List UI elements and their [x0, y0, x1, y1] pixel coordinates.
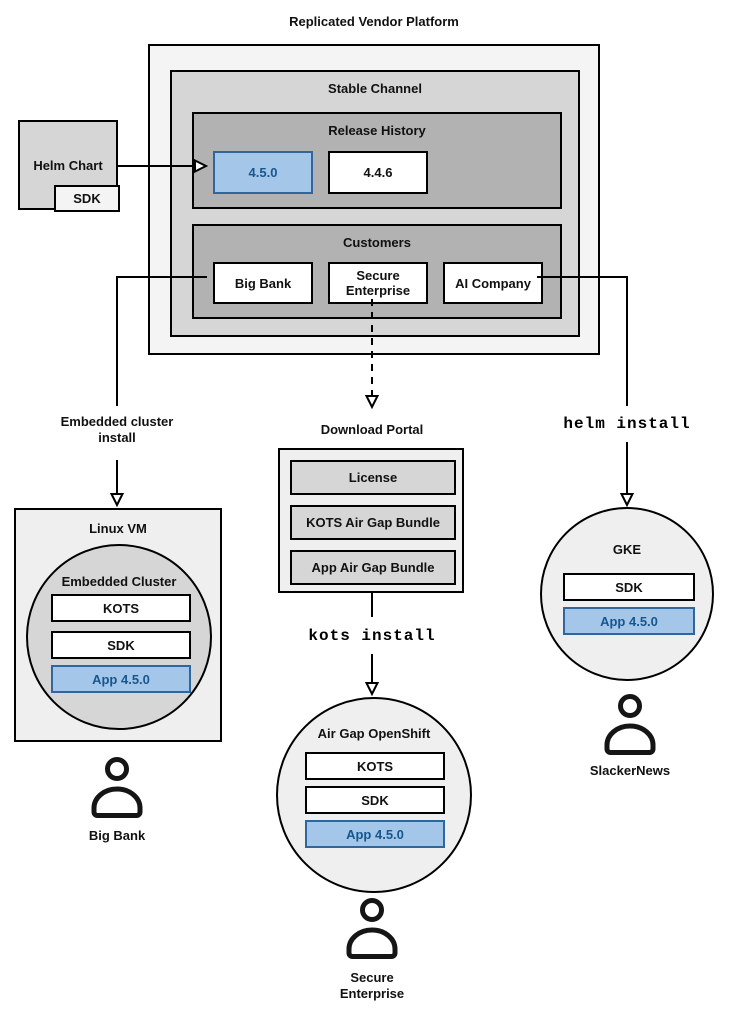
license-box: License	[290, 460, 456, 495]
customer-ai-company: AI Company	[443, 262, 543, 304]
linux-vm-box: Linux VM Embedded Cluster KOTS SDK App 4…	[14, 508, 222, 742]
gke-circle: GKE SDK App 4.5.0	[540, 507, 714, 681]
helm-chart-sdk-box: SDK	[54, 185, 120, 212]
airgap-sdk-box: SDK	[305, 786, 445, 814]
embedded-kots-box: KOTS	[51, 594, 191, 622]
slackernews-user-label: SlackerNews	[589, 763, 671, 778]
download-portal-box: License KOTS Air Gap Bundle App Air Gap …	[278, 448, 464, 593]
user-icon	[604, 694, 656, 755]
embedded-app-box: App 4.5.0	[51, 665, 191, 693]
customers-title: Customers	[343, 235, 411, 250]
diagram-title: Replicated Vendor Platform	[289, 14, 459, 29]
embedded-sdk-box: SDK	[51, 631, 191, 659]
helm-chart-box: Helm Chart SDK	[18, 120, 120, 212]
airgap-openshift-title: Air Gap OpenShift	[317, 726, 431, 741]
customers-box: Customers Big Bank Secure Enterprise AI …	[192, 224, 562, 319]
gke-app-box: App 4.5.0	[563, 607, 695, 635]
embedded-cluster-circle: Embedded Cluster KOTS SDK App 4.5.0	[26, 544, 212, 730]
customer-big-bank: Big Bank	[213, 262, 313, 304]
user-icon	[91, 757, 143, 818]
download-portal-title: Download Portal	[320, 422, 424, 437]
embedded-cluster-title: Embedded Cluster	[61, 574, 177, 589]
user-icon	[346, 898, 398, 959]
helm-chart-label: Helm Chart	[33, 157, 103, 173]
release-450-box: 4.5.0	[213, 151, 313, 194]
release-446-box: 4.4.6	[328, 151, 428, 194]
airgap-app-box: App 4.5.0	[305, 820, 445, 848]
customer-secure-enterprise: Secure Enterprise	[328, 262, 428, 304]
release-history-title: Release History	[328, 123, 426, 138]
airgap-kots-box: KOTS	[305, 752, 445, 780]
big-bank-user-label: Big Bank	[88, 828, 146, 843]
arrowhead-down-icon	[364, 682, 380, 697]
vendor-platform-box: Stable Channel Release History 4.5.0 4.4…	[148, 44, 600, 355]
airgap-openshift-circle: Air Gap OpenShift KOTS SDK App 4.5.0	[276, 697, 472, 893]
stable-channel-box: Stable Channel Release History 4.5.0 4.4…	[170, 70, 580, 337]
gke-title: GKE	[612, 542, 642, 557]
stable-channel-title: Stable Channel	[328, 81, 422, 96]
secure-enterprise-user-label: Secure Enterprise	[339, 970, 405, 1001]
kots-install-command: kots install	[308, 627, 436, 645]
gke-sdk-box: SDK	[563, 573, 695, 601]
arrowhead-down-icon	[364, 395, 380, 410]
helm-install-command: helm install	[563, 415, 691, 433]
arrowhead-down-icon	[109, 493, 125, 508]
kots-airgap-bundle-box: KOTS Air Gap Bundle	[290, 505, 456, 540]
app-airgap-bundle-box: App Air Gap Bundle	[290, 550, 456, 585]
release-history-box: Release History 4.5.0 4.4.6	[192, 112, 562, 209]
linux-vm-title: Linux VM	[89, 521, 147, 536]
embedded-cluster-install-label: Embedded cluster install	[60, 414, 174, 445]
arrowhead-down-icon	[619, 493, 635, 508]
